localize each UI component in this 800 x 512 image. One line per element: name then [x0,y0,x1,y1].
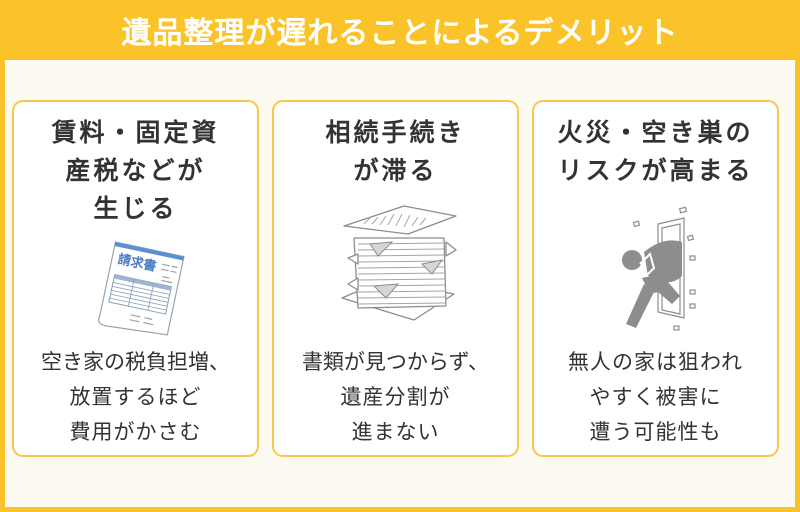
burglar-icon [622,206,696,331]
card-inheritance: 相続手続き が滞る [272,100,519,457]
desc-line: 遭う可能性も [589,420,722,444]
desc-line: 費用がかさむ [69,420,202,444]
title-line: 相続手続き [325,118,466,147]
page-title: 遺品整理が遅れることによるデメリット [121,16,679,51]
card-fire-burglary-risk: 火災・空き巣の リスクが高まる [532,100,779,457]
title-line: 賃料・固定資 [51,118,220,147]
card-title: 相続手続き が滞る [274,114,517,190]
paper-pile-icon [341,205,457,321]
content-panel: 賃料・固定資 産税などが 生じる 請求書 [5,60,795,507]
desc-line: 無人の家は狙われ [568,350,743,374]
card-description: 空き家の税負担増、 放置するほど 費用がかさむ [14,345,257,450]
card-description: 書類が見つからず、 遺産分割が 進まない [274,345,517,450]
title-line: リスクが高まる [557,156,754,185]
card-title: 賃料・固定資 産税などが 生じる [14,114,257,228]
invoice-icon: 請求書 [98,241,185,336]
title-line: 生じる [93,194,178,223]
desc-line: 空き家の税負担増、 [41,350,230,374]
desc-line: やすく被害に [589,385,722,409]
title-line: 火災・空き巣の [557,118,754,147]
desc-line: 書類が見つからず、 [301,350,490,374]
title-line: 産税などが [65,156,206,185]
title-line: が滞る [353,156,438,185]
card-description: 無人の家は狙われ やすく被害に 遭う可能性も [534,345,777,450]
desc-line: 遺産分割が [340,385,451,409]
desc-line: 進まない [351,420,440,444]
card-fixed-costs: 賃料・固定資 産税などが 生じる 請求書 [12,100,259,457]
card-title: 火災・空き巣の リスクが高まる [534,114,777,190]
invoice-label: 請求書 [116,251,157,275]
desc-line: 放置するほど [69,385,202,409]
